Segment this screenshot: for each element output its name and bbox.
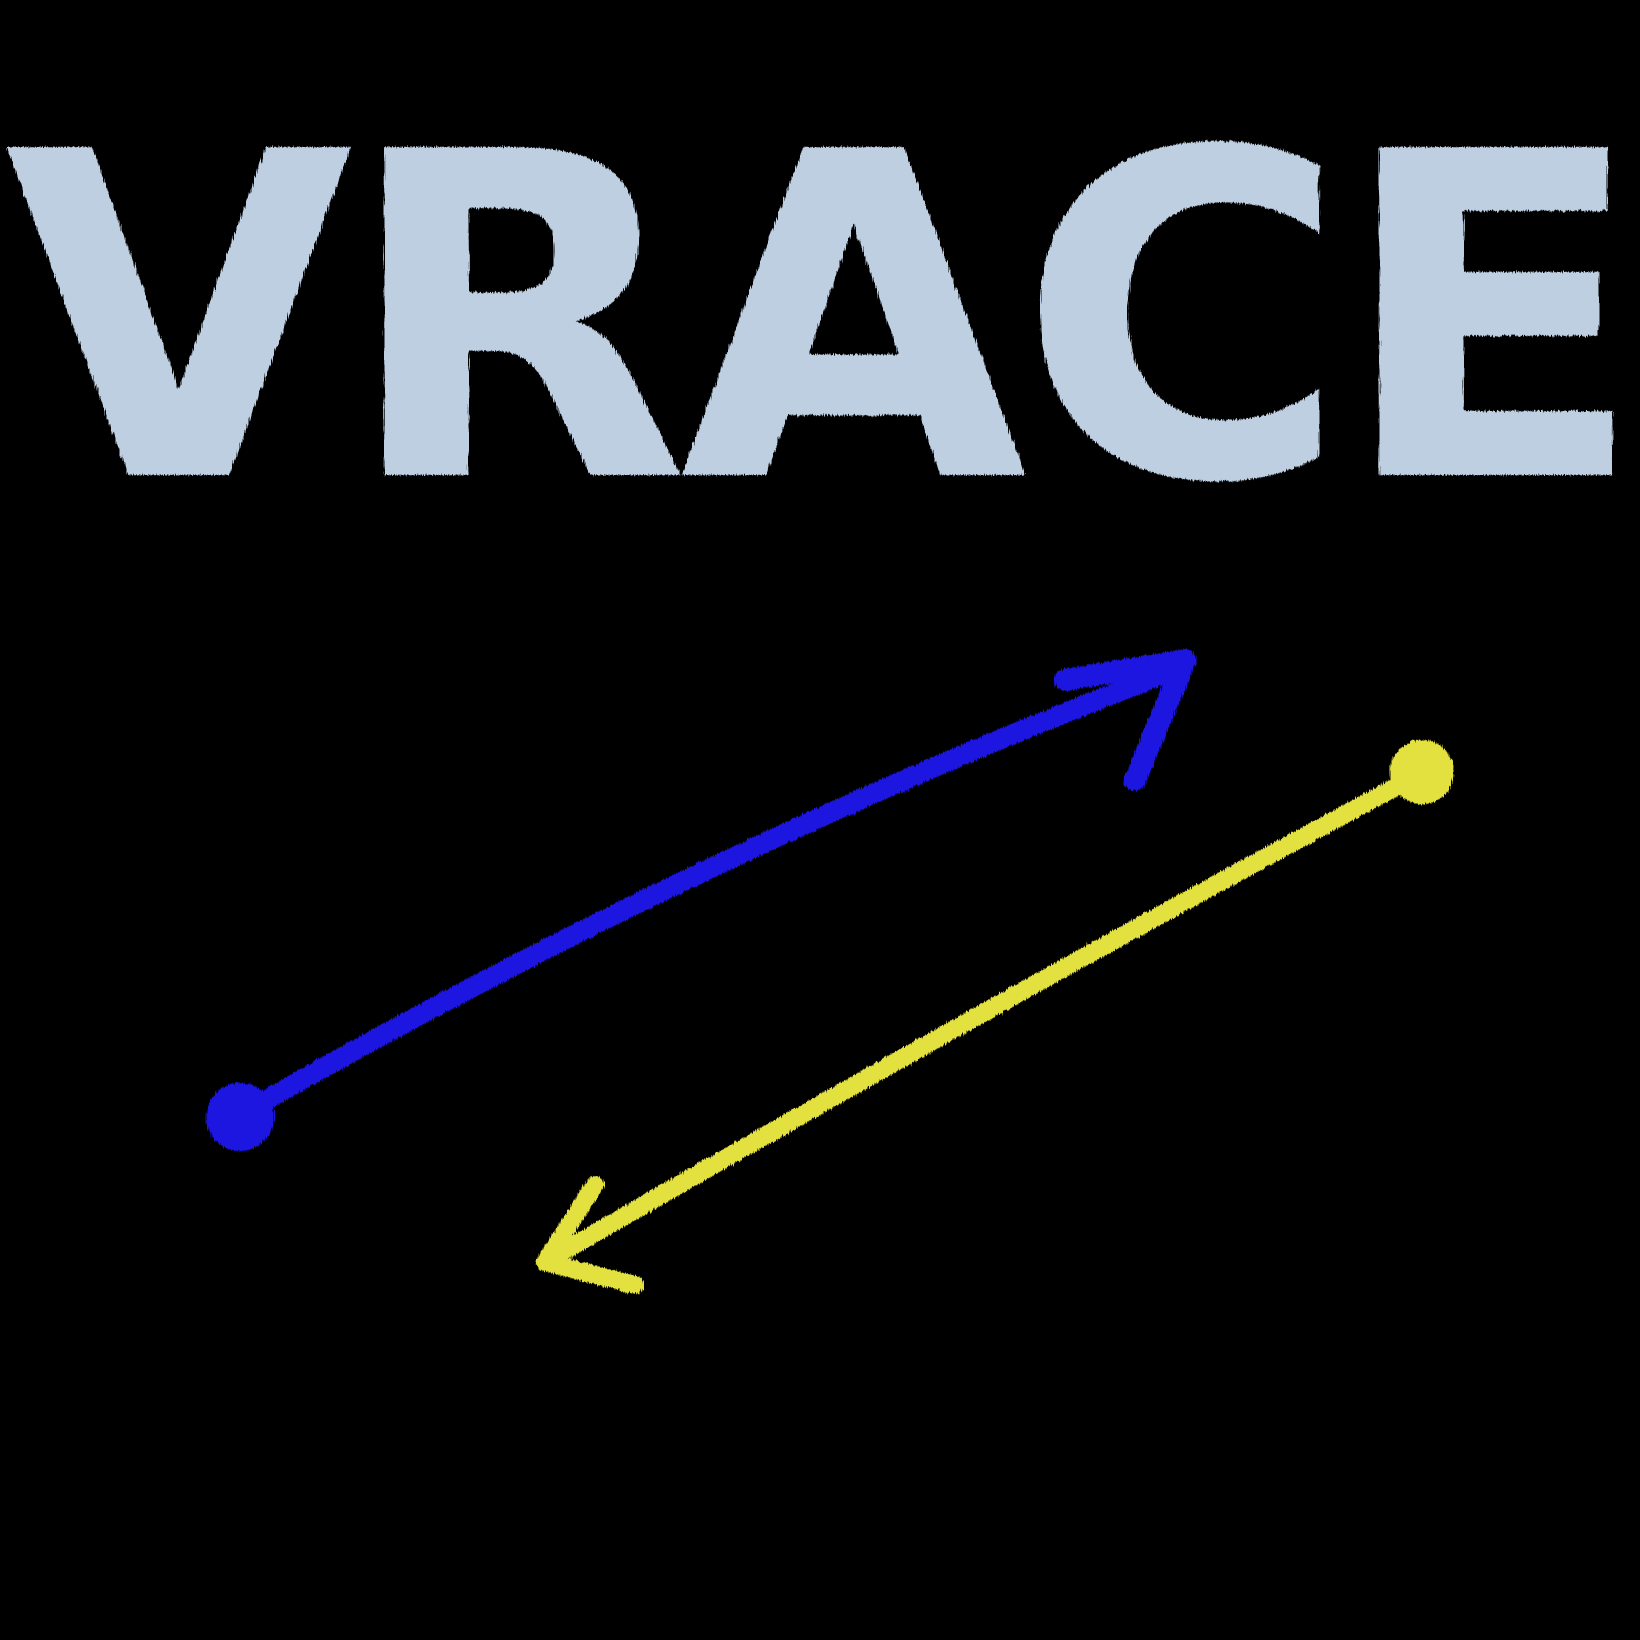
title-text: VRACE bbox=[5, 58, 1636, 582]
yellow-arrow-shaft bbox=[536, 766, 1427, 1271]
blue-arrow bbox=[206, 649, 1196, 1151]
yellow-arrow bbox=[536, 740, 1454, 1294]
yellow-arrow-dot bbox=[1390, 740, 1454, 804]
blue-arrow-shaft bbox=[230, 658, 1190, 1125]
blue-arrow-dot bbox=[206, 1083, 274, 1151]
yellow-arrowhead bbox=[536, 1176, 644, 1294]
blue-arrowhead bbox=[1054, 649, 1196, 791]
